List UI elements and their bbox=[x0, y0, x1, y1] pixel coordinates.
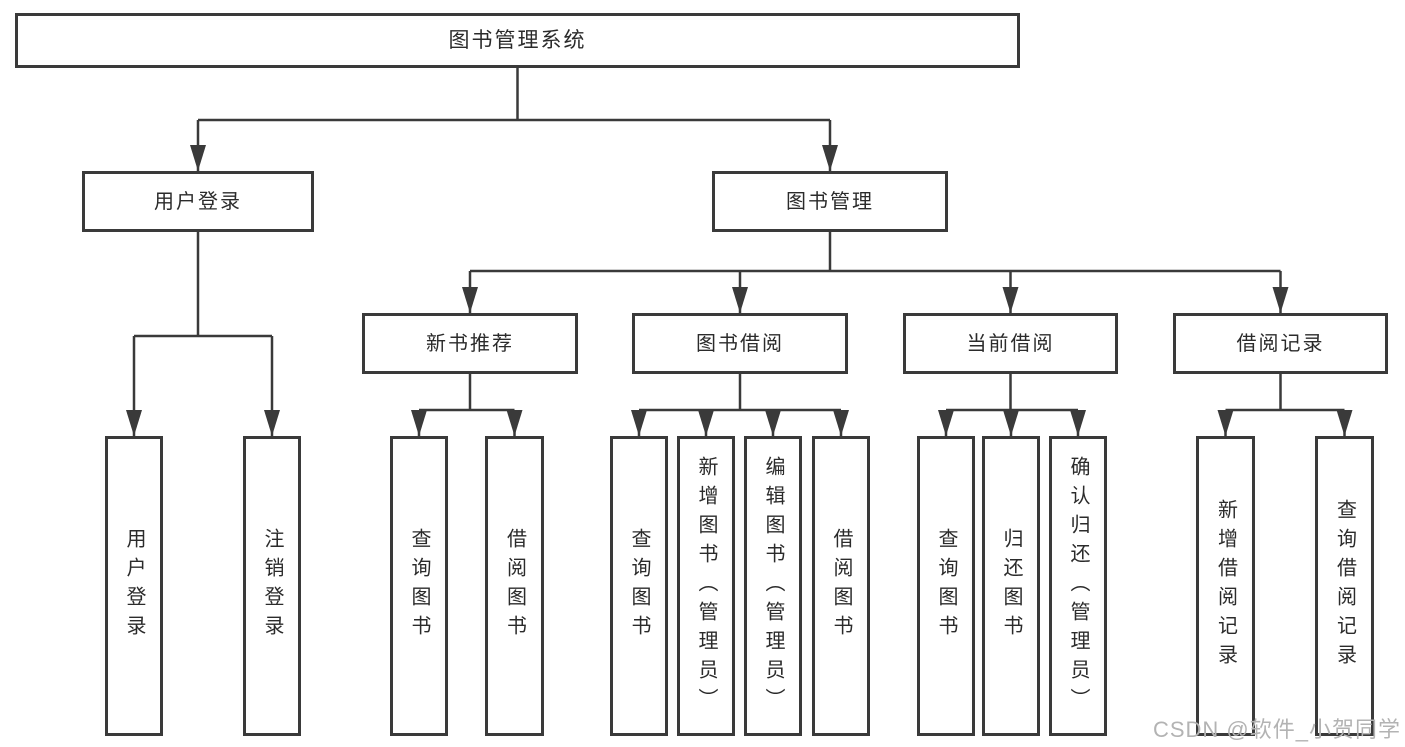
leaf-bb-edit-book-admin: 编辑图书（管理员） bbox=[744, 436, 802, 736]
leaf-nbr-borrow-book: 借阅图书 bbox=[485, 436, 544, 736]
node-new-book-recommend: 新书推荐 bbox=[362, 313, 578, 374]
leaf-label: 归还图书 bbox=[1000, 528, 1022, 644]
node-label: 用户登录 bbox=[154, 190, 242, 213]
leaf-label: 编辑图书（管理员） bbox=[762, 455, 784, 717]
node-label: 借阅记录 bbox=[1236, 332, 1325, 355]
leaf-label: 新增借阅记录 bbox=[1214, 499, 1237, 673]
leaf-cb-return-book: 归还图书 bbox=[982, 436, 1040, 736]
node-book-borrow: 图书借阅 bbox=[632, 313, 848, 374]
leaf-label: 借阅图书 bbox=[503, 528, 526, 644]
leaf-bb-add-book-admin: 新增图书（管理员） bbox=[677, 436, 735, 736]
node-book-management: 图书管理 bbox=[712, 171, 948, 232]
node-library-system: 图书管理系统 bbox=[15, 13, 1020, 68]
leaf-label: 查询图书 bbox=[935, 528, 957, 644]
leaf-label: 注销登录 bbox=[261, 528, 283, 644]
leaf-bb-borrow-book: 借阅图书 bbox=[812, 436, 870, 736]
node-current-borrow: 当前借阅 bbox=[903, 313, 1118, 374]
node-label: 当前借阅 bbox=[966, 332, 1055, 355]
leaf-cb-query-book: 查询图书 bbox=[917, 436, 975, 736]
leaf-label: 查询借阅记录 bbox=[1333, 499, 1356, 673]
leaf-cb-confirm-return-admin: 确认归还（管理员） bbox=[1049, 436, 1107, 736]
leaf-bb-query-book: 查询图书 bbox=[610, 436, 668, 736]
leaf-br-query-record: 查询借阅记录 bbox=[1315, 436, 1374, 736]
node-borrow-records: 借阅记录 bbox=[1173, 313, 1388, 374]
node-user-login: 用户登录 bbox=[82, 171, 314, 232]
leaf-user-login: 用户登录 bbox=[105, 436, 163, 736]
leaf-label: 借阅图书 bbox=[830, 528, 852, 644]
node-label: 图书借阅 bbox=[696, 332, 784, 355]
node-label: 图书管理系统 bbox=[448, 29, 587, 52]
leaf-label: 查询图书 bbox=[628, 528, 650, 644]
leaf-label: 新增图书（管理员） bbox=[695, 455, 717, 717]
leaf-label: 确认归还（管理员） bbox=[1067, 455, 1089, 717]
node-label: 新书推荐 bbox=[426, 332, 514, 355]
leaf-nbr-query-book: 查询图书 bbox=[390, 436, 448, 736]
leaf-br-add-record: 新增借阅记录 bbox=[1196, 436, 1255, 736]
leaf-label: 查询图书 bbox=[408, 528, 430, 644]
leaf-label: 用户登录 bbox=[123, 528, 145, 644]
leaf-logout: 注销登录 bbox=[243, 436, 301, 736]
watermark-text: CSDN @软件_小贺同学 bbox=[1152, 717, 1401, 742]
node-label: 图书管理 bbox=[786, 190, 874, 213]
